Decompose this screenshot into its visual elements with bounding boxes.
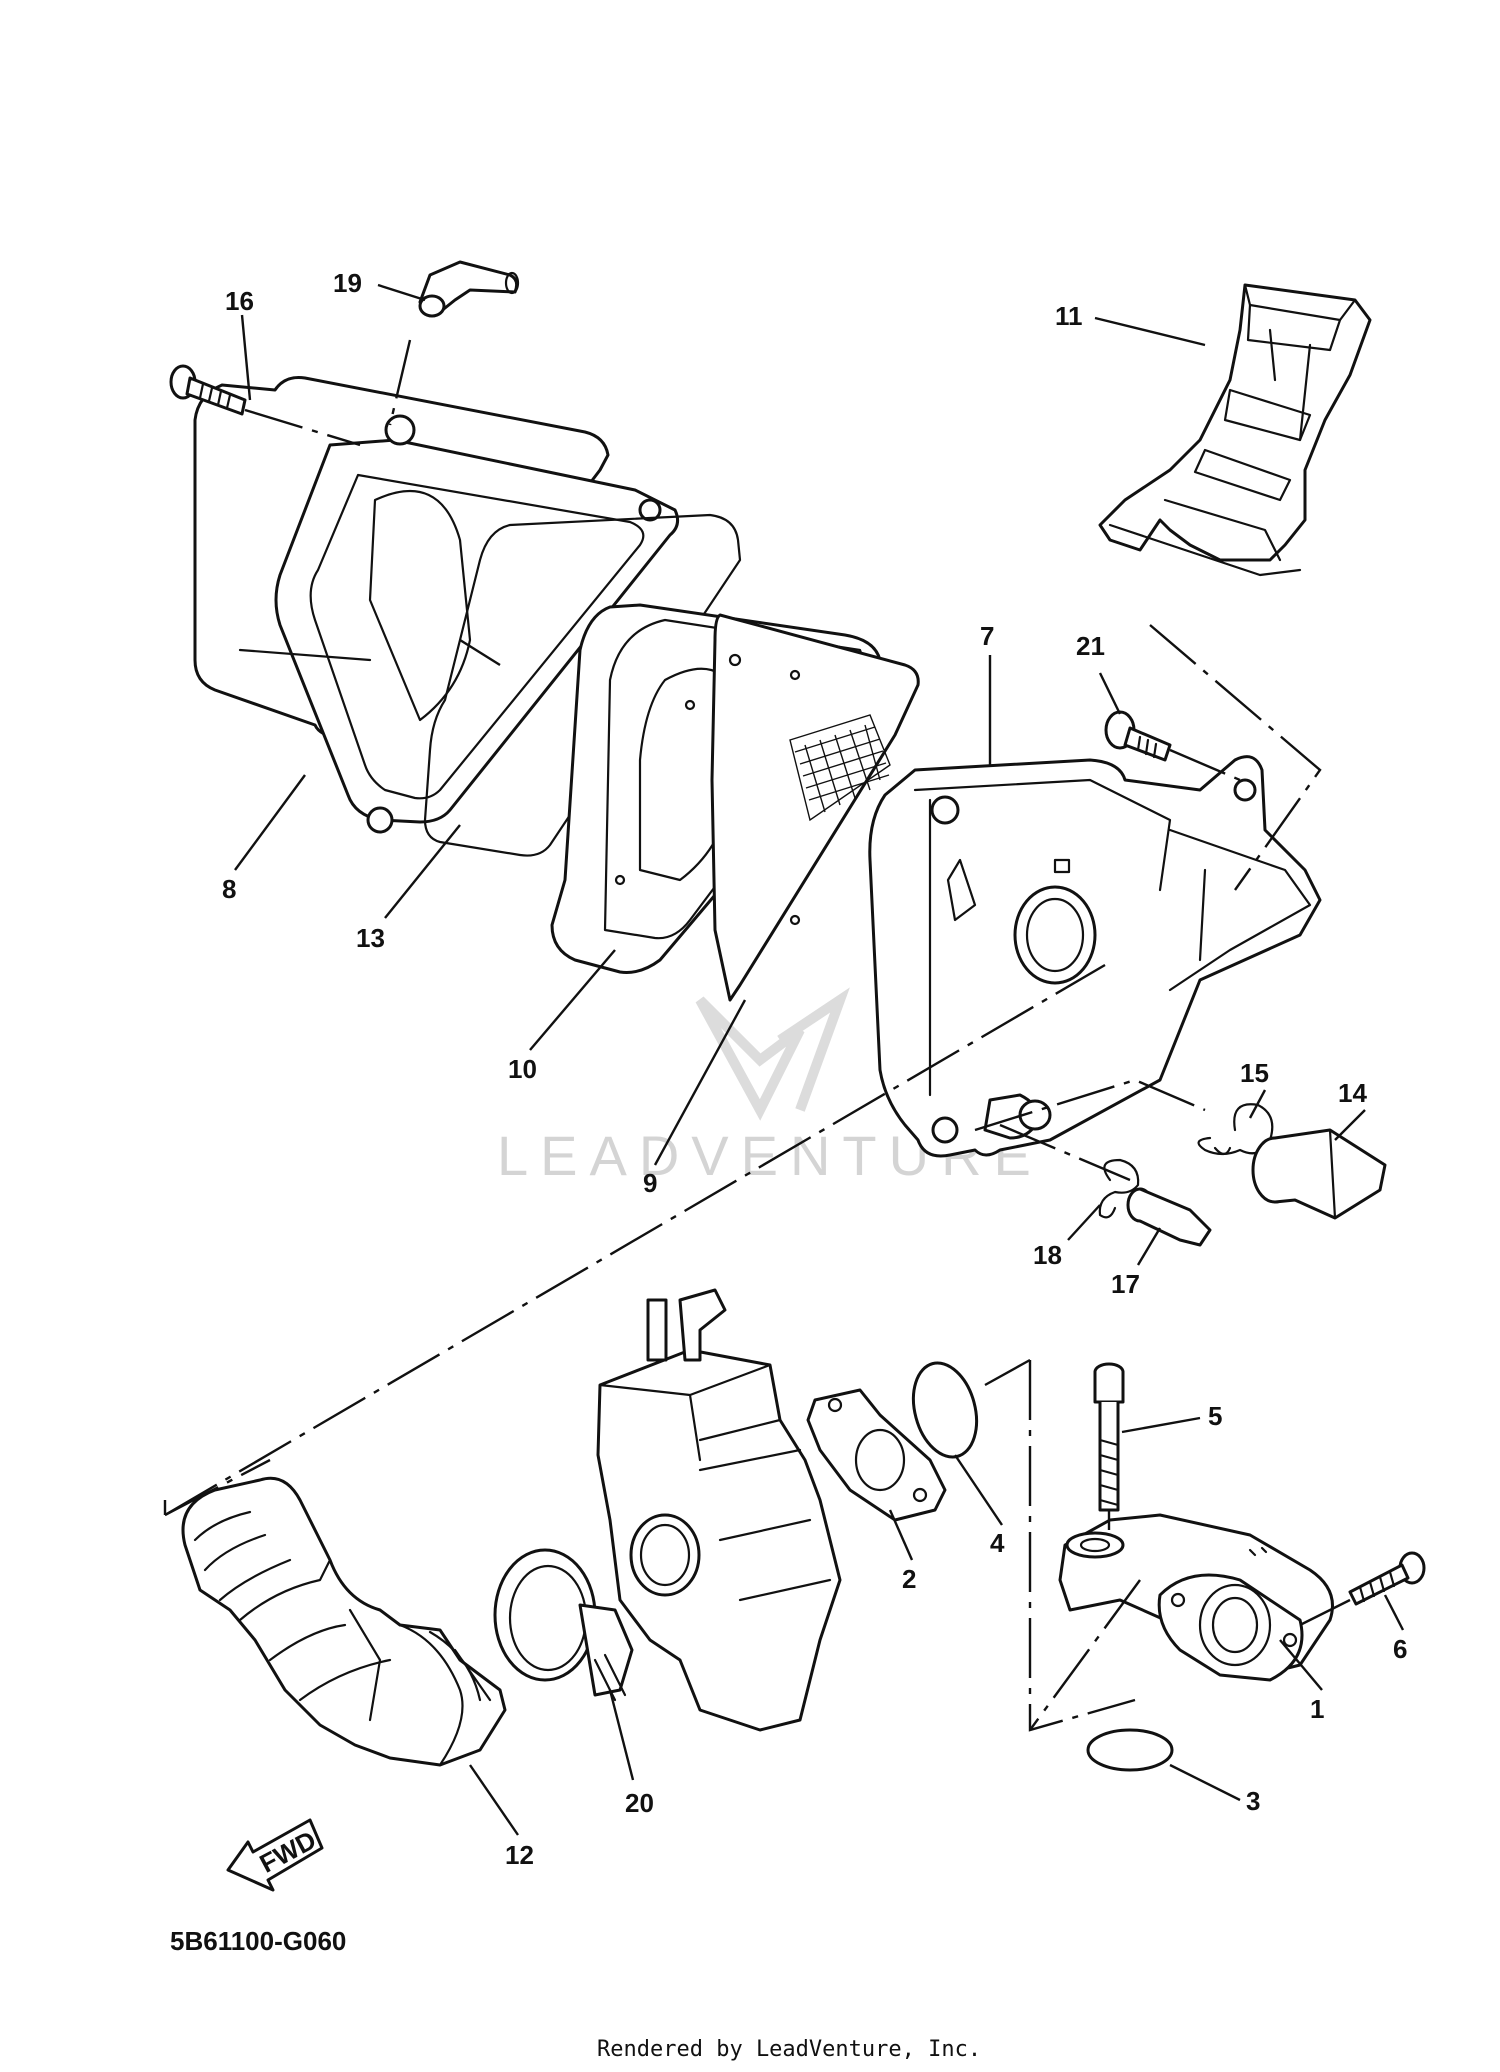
callout-5: 5 bbox=[1208, 1401, 1222, 1431]
callout-16: 16 bbox=[225, 286, 254, 316]
part-14-hose[interactable] bbox=[1251, 1128, 1387, 1220]
footer-text: Rendered by LeadVenture, Inc. bbox=[597, 2037, 981, 2062]
callout-21: 21 bbox=[1076, 631, 1105, 661]
part-11-joint[interactable] bbox=[1098, 283, 1372, 577]
callout-14: 14 bbox=[1338, 1078, 1367, 1108]
callout-9: 9 bbox=[643, 1168, 657, 1198]
part-20-clamp[interactable] bbox=[493, 1548, 634, 1702]
callout-18: 18 bbox=[1033, 1240, 1062, 1270]
callout-2: 2 bbox=[902, 1564, 916, 1594]
callout-15: 15 bbox=[1240, 1058, 1269, 1088]
part-18-clip[interactable] bbox=[1098, 1158, 1140, 1219]
leader-lines bbox=[234, 283, 1405, 1836]
callout-19: 19 bbox=[333, 268, 362, 298]
part-16-screw[interactable] bbox=[169, 364, 247, 416]
callout-10: 10 bbox=[508, 1054, 537, 1084]
part-4-o-ring[interactable] bbox=[904, 1356, 987, 1464]
part-9-filter-plate[interactable] bbox=[710, 613, 920, 1002]
callout-labels: 1 2 3 4 5 6 7 8 9 10 11 12 13 14 15 16 1… bbox=[222, 268, 1407, 1870]
callout-6: 6 bbox=[1393, 1634, 1407, 1664]
carburetor-reference bbox=[596, 1288, 842, 1732]
callout-13: 13 bbox=[356, 923, 385, 953]
callout-17: 17 bbox=[1111, 1269, 1140, 1299]
part-6-bolt[interactable] bbox=[1348, 1551, 1426, 1606]
part-12-intake-hose[interactable] bbox=[181, 1476, 507, 1767]
part-21-bolt[interactable] bbox=[1104, 710, 1172, 762]
part-17-hose[interactable] bbox=[1126, 1187, 1212, 1247]
callout-1: 1 bbox=[1310, 1694, 1324, 1724]
callout-3: 3 bbox=[1246, 1786, 1260, 1816]
callout-7: 7 bbox=[980, 621, 994, 651]
part-7-air-cleaner-case[interactable] bbox=[868, 755, 1322, 1158]
callout-4: 4 bbox=[990, 1528, 1005, 1558]
callout-11: 11 bbox=[1055, 301, 1083, 331]
callout-12: 12 bbox=[505, 1840, 534, 1870]
callout-8: 8 bbox=[222, 874, 236, 904]
part-8-case-cover[interactable] bbox=[193, 376, 680, 834]
part-5-bolt[interactable] bbox=[1093, 1362, 1125, 1512]
part-19-elbow[interactable] bbox=[418, 260, 520, 318]
callout-20: 20 bbox=[625, 1788, 654, 1818]
forward-arrow-icon: FWD bbox=[226, 1818, 324, 1892]
part-2-insulator[interactable] bbox=[806, 1388, 947, 1522]
reference-lines bbox=[163, 339, 1351, 1732]
diagram-code: 5B61100-G060 bbox=[170, 1926, 346, 1956]
part-13-seal[interactable] bbox=[423, 513, 742, 857]
part-3-o-ring[interactable] bbox=[1086, 1728, 1174, 1772]
